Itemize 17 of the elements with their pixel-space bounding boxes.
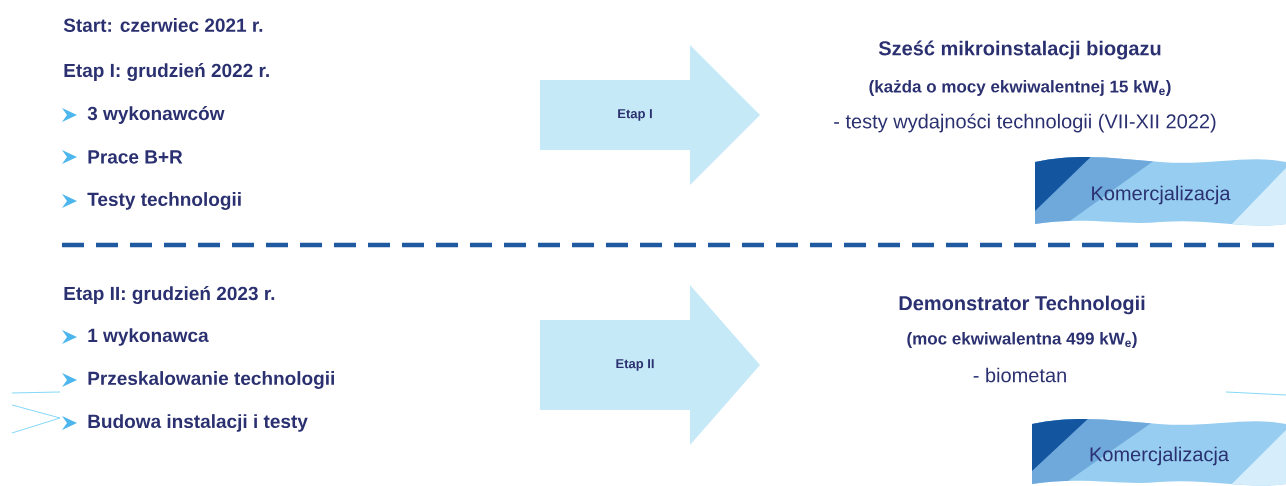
subheading-text: (moc ekwiwalentna 499 kW$_{e}$) [907, 332, 1137, 348]
bullet-text: Przeskalowanie technologii [88, 371, 334, 389]
heading-text: Sześć mikroinstalacji biogazu [878, 40, 1161, 60]
heading-text: Etap I: grudzień 2022 r. [64, 63, 269, 81]
bullet-text: Budowa instalacji i testy [88, 414, 308, 432]
body-text: - biometan [973, 367, 1066, 383]
body-text: - testy wydajności technologii (VII-XII 2022) [834, 113, 1216, 133]
bullet-text: Testy technologii [87, 192, 241, 210]
heading-text: Demonstrator Technologii [899, 295, 1145, 315]
heading-text: Etap II: grudzień 2023 r. [64, 286, 275, 304]
wave-banner: Komercjalizacja [1035, 157, 1286, 226]
subheading-text: (każda o mocy ekwiwalentnej 15 kW$_{e}$) [869, 80, 1171, 96]
bullet-text: 1 wykonawca [88, 328, 209, 346]
bullet-text: 3 wykonawców [87, 106, 225, 124]
heading-text: Start: czerwiec 2021 r. [63, 18, 263, 32]
wave-banner: Komercjalizacja [1032, 419, 1286, 486]
bullet-text: Prace B+R [88, 150, 183, 164]
